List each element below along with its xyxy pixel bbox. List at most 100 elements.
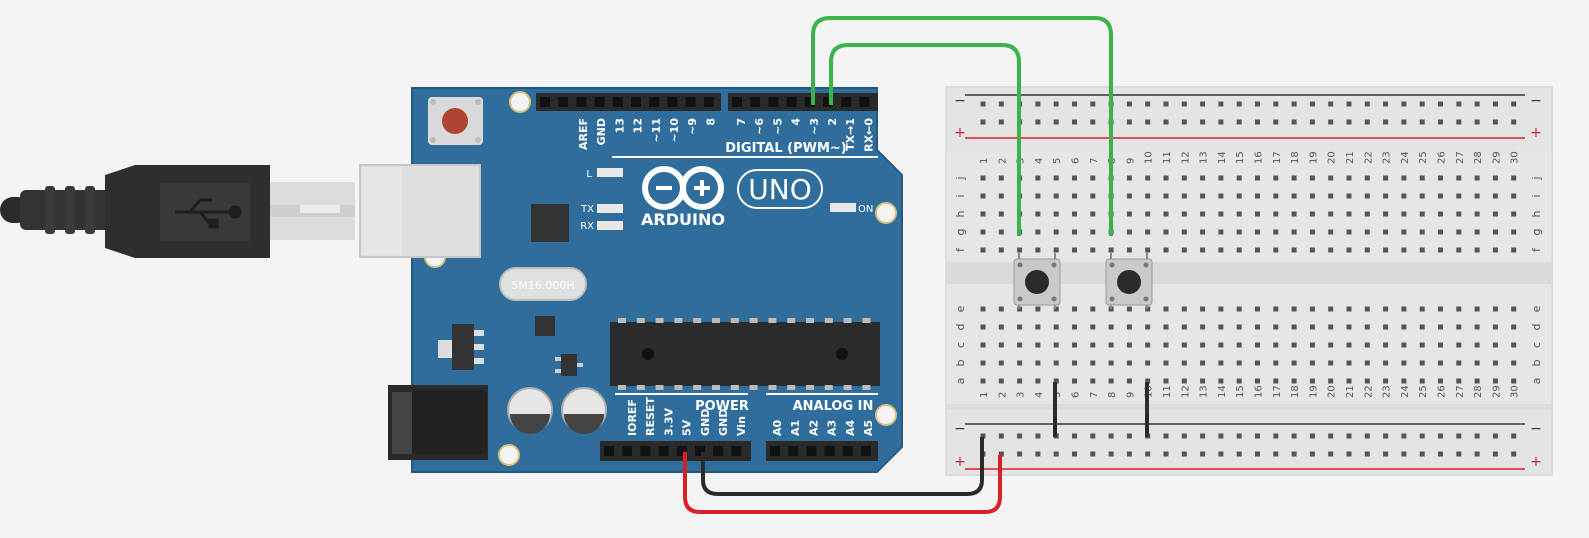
capacitor — [507, 387, 553, 434]
header-pin[interactable] — [558, 97, 569, 107]
column-label: 1 — [979, 158, 990, 164]
header-pin[interactable] — [713, 446, 724, 456]
column-label: 20 — [1327, 151, 1338, 164]
pushbutton-2[interactable] — [1105, 253, 1153, 309]
header-pin[interactable] — [823, 97, 833, 107]
power-header — [600, 441, 751, 461]
digital-pin-label: GND — [595, 118, 608, 145]
header-pin[interactable] — [658, 446, 669, 456]
header-pin[interactable] — [576, 97, 587, 107]
led-tx-label: TX — [580, 204, 594, 215]
header-pin[interactable] — [841, 97, 852, 107]
wire-pin2-to-breadboard[interactable] — [829, 43, 1021, 236]
column-label: 23 — [1382, 385, 1393, 398]
column-label: 27 — [1455, 151, 1466, 164]
header-pin[interactable] — [770, 446, 780, 456]
column-label: 11 — [1162, 385, 1173, 398]
mounting-hole — [509, 91, 531, 113]
analog-pin-label: A4 — [844, 419, 857, 436]
column-label: 23 — [1382, 151, 1393, 164]
row-label: g — [954, 229, 967, 236]
column-label: 17 — [1272, 385, 1283, 398]
voltage-regulator — [438, 324, 484, 370]
analog-pin-label: A0 — [771, 419, 784, 436]
reset-button[interactable] — [428, 97, 483, 145]
column-label: 11 — [1162, 151, 1173, 164]
led-l-label: L — [586, 169, 592, 180]
header-pin[interactable] — [731, 446, 742, 456]
dc-power-jack[interactable] — [388, 385, 488, 460]
header-pin[interactable] — [732, 97, 742, 107]
rail-minus-bottom-left: − — [954, 421, 966, 437]
header-pin[interactable] — [750, 97, 761, 107]
rail-plus-top-right: + — [1530, 125, 1542, 141]
capacitor — [561, 387, 607, 434]
column-label: 12 — [1180, 151, 1191, 164]
rail-minus-bottom-right: − — [1530, 421, 1542, 437]
power-pin-label: Vin — [735, 416, 748, 436]
header-pin[interactable] — [859, 97, 870, 107]
row-label: b — [954, 359, 967, 366]
row-label: h — [1530, 210, 1543, 217]
header-pin[interactable] — [649, 97, 660, 107]
pushbutton-1[interactable] — [1013, 253, 1061, 309]
row-label: d — [954, 324, 967, 331]
row-label: h — [954, 210, 967, 217]
breadboard-column-labels: 1122334455667788991010111112121313141415… — [979, 151, 1521, 398]
header-pin[interactable] — [695, 446, 705, 456]
header-pin[interactable] — [640, 446, 651, 456]
header-pin[interactable] — [824, 446, 835, 456]
led-on-label: ON — [858, 204, 873, 215]
column-label: 14 — [1217, 385, 1228, 398]
breadboard-holes — [980, 101, 1517, 457]
header-pin[interactable] — [540, 97, 550, 107]
led-rx — [597, 221, 623, 230]
header-pin[interactable] — [676, 446, 687, 456]
column-label: 18 — [1290, 385, 1301, 398]
rail-plus-top-left: + — [954, 125, 966, 141]
row-label: b — [1530, 359, 1543, 366]
digital-pin-label: ~3 — [808, 118, 821, 135]
header-pin[interactable] — [667, 97, 678, 107]
digital-pin-label: AREF — [577, 118, 590, 150]
column-label: 24 — [1400, 151, 1411, 164]
column-label: 19 — [1308, 385, 1319, 398]
header-pin[interactable] — [622, 446, 633, 456]
power-pin-label: GND — [717, 409, 730, 436]
uno-badge — [737, 169, 823, 209]
header-pin[interactable] — [768, 97, 779, 107]
header-pin[interactable] — [786, 97, 797, 107]
header-pin[interactable] — [788, 446, 799, 456]
wire-5v-to-power-rail[interactable] — [683, 452, 1002, 514]
header-pin[interactable] — [861, 446, 871, 456]
header-pin[interactable] — [703, 97, 714, 107]
column-label: 9 — [1125, 392, 1136, 398]
column-label: 9 — [1125, 158, 1136, 164]
small-ic — [535, 316, 555, 336]
header-pin[interactable] — [631, 97, 641, 107]
header-pin[interactable] — [804, 97, 815, 107]
column-label: 29 — [1491, 385, 1502, 398]
column-label: 26 — [1437, 385, 1448, 398]
wire-pin3-to-breadboard[interactable] — [811, 16, 1113, 236]
header-pin[interactable] — [685, 97, 696, 107]
usb-cable[interactable] — [0, 165, 355, 258]
column-label: 21 — [1345, 151, 1356, 164]
header-pin[interactable] — [806, 446, 817, 456]
column-label: 25 — [1418, 151, 1429, 164]
header-pin[interactable] — [612, 97, 623, 107]
header-pin[interactable] — [604, 446, 614, 456]
header-pin[interactable] — [842, 446, 853, 456]
power-label: POWER — [695, 399, 749, 414]
brand-text: ARDUINO — [641, 210, 725, 229]
wire-gnd-to-ground-rail[interactable] — [701, 437, 984, 496]
digital-pin-label: ~10 — [668, 118, 681, 143]
header-pin[interactable] — [594, 97, 605, 107]
row-label: c — [1530, 342, 1543, 348]
row-label: a — [954, 378, 967, 385]
column-label: 21 — [1345, 385, 1356, 398]
